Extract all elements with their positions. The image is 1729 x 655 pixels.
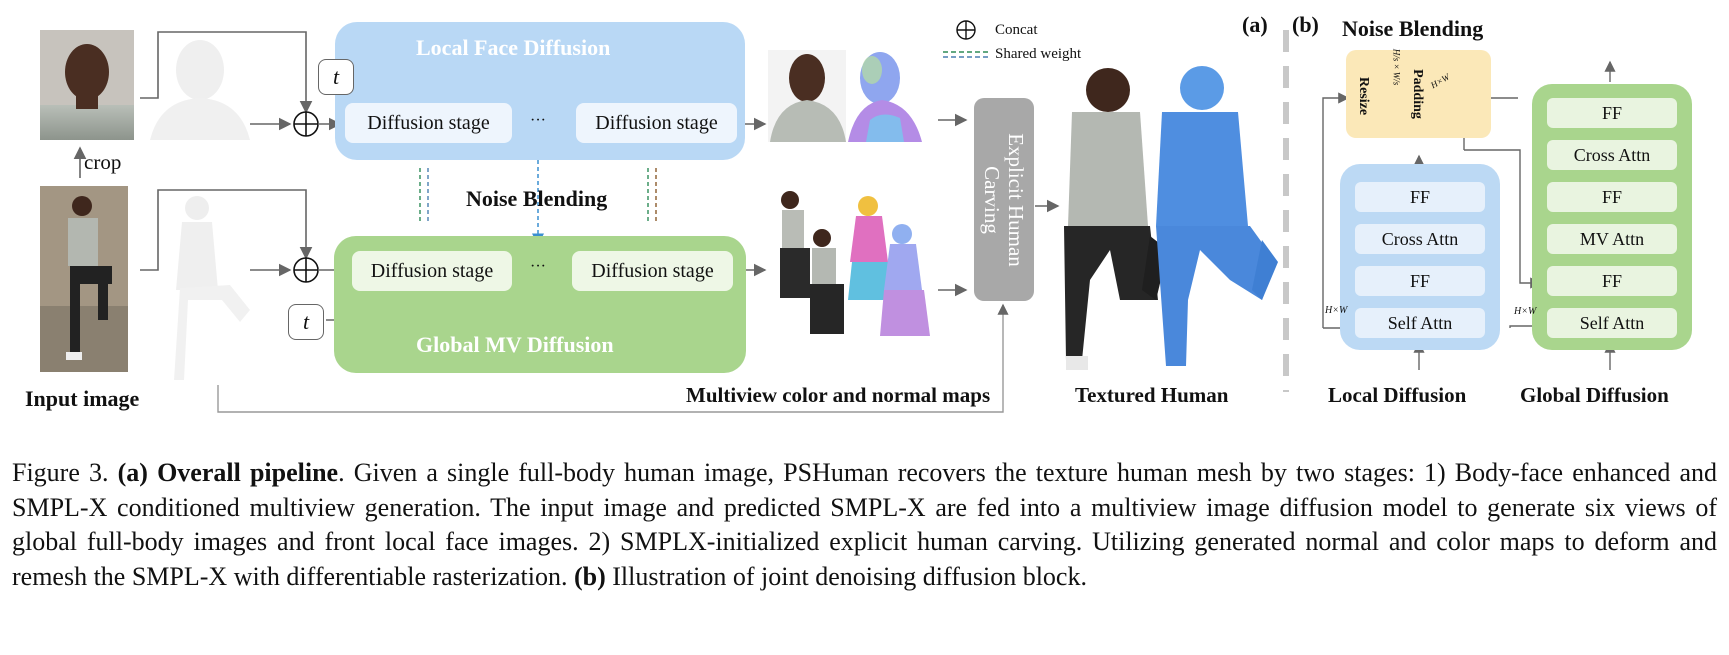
scale-label: H/s × W/s <box>1391 48 1402 86</box>
explicit-carving-box: Explicit Human Carving <box>974 98 1034 301</box>
noise-blending-label: Noise Blending <box>466 186 608 211</box>
global-block-6: Self Attn <box>1547 308 1677 338</box>
crop-label: crop <box>84 150 122 174</box>
input-face-photo <box>40 30 134 140</box>
caption-a-tag: (a) <box>117 458 148 487</box>
local-stage-1: Diffusion stage <box>345 103 512 143</box>
global-diffusion-label: Global Diffusion <box>1520 383 1669 407</box>
output-face-color <box>768 50 846 142</box>
noise-blending-title: Noise Blending <box>1342 16 1484 41</box>
legend-concat: Concat <box>995 22 1038 38</box>
figure-caption: Figure 3. (a) Overall pipeline. Given a … <box>12 456 1717 594</box>
timestep-top: t <box>318 59 354 95</box>
caption-a-title: Overall pipeline <box>157 458 339 487</box>
global-stage-1: Diffusion stage <box>352 251 512 291</box>
textured-human-render <box>1064 68 1168 370</box>
mesh-render <box>1156 66 1278 366</box>
part-b-label: (b) <box>1292 12 1319 37</box>
part-a-label: (a) <box>1242 12 1268 37</box>
input-image-label: Input image <box>25 386 140 411</box>
noise-blending-box <box>1346 50 1491 138</box>
local-stage-2: Diffusion stage <box>576 103 737 143</box>
hxw-local: H×W <box>1325 305 1348 316</box>
smplx-body-render <box>174 196 250 380</box>
global-diffusion-block <box>1532 84 1692 350</box>
local-block-3: FF <box>1355 266 1485 296</box>
global-stage-dots: ··· <box>530 258 546 275</box>
global-block-4: MV Attn <box>1547 224 1677 254</box>
global-block-5: FF <box>1547 266 1677 296</box>
global-block-2: Cross Attn <box>1547 140 1677 170</box>
caption-text-1: . Given a single full-body human image, … <box>12 458 1718 591</box>
local-stage-dots: ··· <box>530 112 546 129</box>
local-block-4: Self Attn <box>1355 308 1485 338</box>
explicit-carving-label: Explicit Human Carving <box>980 132 1028 267</box>
global-mv-diffusion-title: Global MV Diffusion <box>416 332 614 357</box>
global-block-3: FF <box>1547 182 1677 212</box>
output-face-normal <box>848 52 922 142</box>
local-block-1: FF <box>1355 182 1485 212</box>
local-diffusion-label: Local Diffusion <box>1328 383 1467 407</box>
local-block-2: Cross Attn <box>1355 224 1485 254</box>
global-block-1: FF <box>1547 98 1677 128</box>
input-body-photo <box>40 186 128 372</box>
resize-label: Resize <box>1356 76 1372 116</box>
timestep-bottom: t <box>288 304 324 340</box>
hxw-global: H×W <box>1514 306 1537 317</box>
caption-label: Figure 3. <box>12 458 109 487</box>
caption-b-tag: (b) <box>573 561 606 591</box>
textured-human-label: Textured Human <box>1075 383 1229 407</box>
global-stage-2: Diffusion stage <box>572 251 733 291</box>
local-face-diffusion-title: Local Face Diffusion <box>416 35 611 60</box>
padding-label: Padding <box>1409 69 1425 119</box>
legend-shared-weight: Shared weight <box>995 46 1082 62</box>
multiview-maps-label: Multiview color and normal maps <box>686 383 991 407</box>
caption-text-2: Illustration of joint denoising diffusio… <box>612 561 1087 591</box>
smplx-face-render <box>150 40 250 140</box>
output-multiview-images <box>780 191 930 336</box>
